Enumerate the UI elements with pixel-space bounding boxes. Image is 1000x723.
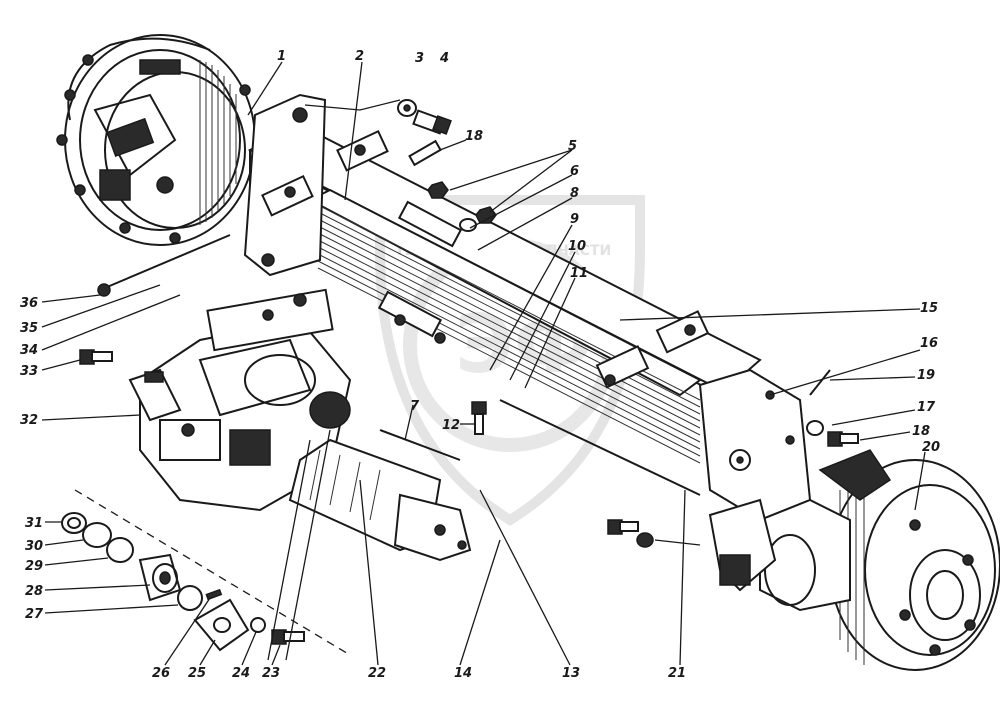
callout-3: 3 [415, 51, 424, 66]
bolt-23 [271, 629, 305, 645]
bolt-18-right [806, 420, 859, 447]
callout-19: 19 [917, 368, 935, 383]
gasket-26 [205, 588, 223, 601]
callout-35: 35 [20, 321, 38, 336]
callout-21: 21 [668, 666, 686, 681]
washer-3 [397, 99, 417, 117]
callout-29: 29 [25, 559, 43, 574]
callout-5: 5 [568, 139, 577, 154]
callout-33: 33 [20, 364, 38, 379]
nuts-5 [427, 181, 497, 232]
callout-9: 9 [570, 212, 579, 227]
bolt-4 [412, 109, 452, 135]
callout-2: 2 [355, 49, 364, 64]
callout-18-right: 18 [912, 424, 930, 439]
callout-10: 10 [568, 239, 586, 254]
bushing-28 [138, 553, 182, 602]
callout-1: 1 [277, 49, 286, 64]
callout-13: 13 [562, 666, 580, 681]
bolt-33 [79, 349, 113, 365]
left-wheel-hub [56, 34, 256, 246]
right-wheel-hub [708, 449, 1000, 671]
callout-11: 11 [570, 266, 588, 281]
o-ring-30 [82, 522, 112, 548]
seal-ring-31 [61, 512, 87, 534]
callout-27: 27 [25, 607, 44, 622]
callout-25: 25 [188, 666, 206, 681]
callout-32: 32 [20, 413, 38, 428]
callout-7: 7 [410, 399, 420, 414]
callout-30: 30 [25, 539, 43, 554]
callout-34: 34 [20, 343, 38, 358]
callout-23: 23 [262, 666, 280, 681]
bolt-18-top [408, 139, 442, 167]
ring-29 [106, 537, 134, 563]
callout-31: 31 [25, 516, 43, 531]
callout-17: 17 [917, 400, 936, 415]
leader-lines [41, 61, 926, 666]
callout-22: 22 [368, 666, 386, 681]
callout-14: 14 [454, 666, 472, 681]
callout-26: 26 [152, 666, 170, 681]
cover-plate-25 [193, 598, 250, 652]
final-drive-housing [128, 288, 352, 512]
callout-8: 8 [570, 186, 579, 201]
tie-rod [97, 234, 701, 496]
callout-20: 20 [922, 440, 940, 455]
callout-36: 36 [20, 296, 38, 311]
callout-24: 24 [232, 666, 250, 681]
callout-labels: 1 2 3 4 18 5 6 8 9 10 11 15 16 19 17 18 … [20, 49, 940, 681]
callout-12: 12 [442, 418, 460, 433]
axle-beam [243, 93, 812, 522]
ring-27 [177, 585, 203, 611]
callout-6: 6 [570, 164, 579, 179]
bolt-lower-right [607, 519, 654, 548]
bolt-12 [471, 401, 487, 435]
callout-4: 4 [439, 51, 449, 66]
callout-16: 16 [920, 336, 938, 351]
callout-18-top: 18 [465, 129, 483, 144]
washer-24 [250, 617, 266, 633]
callout-28: 28 [25, 584, 43, 599]
pin-19 [809, 369, 831, 396]
cylinder-body [288, 429, 472, 562]
callout-15: 15 [920, 301, 938, 316]
